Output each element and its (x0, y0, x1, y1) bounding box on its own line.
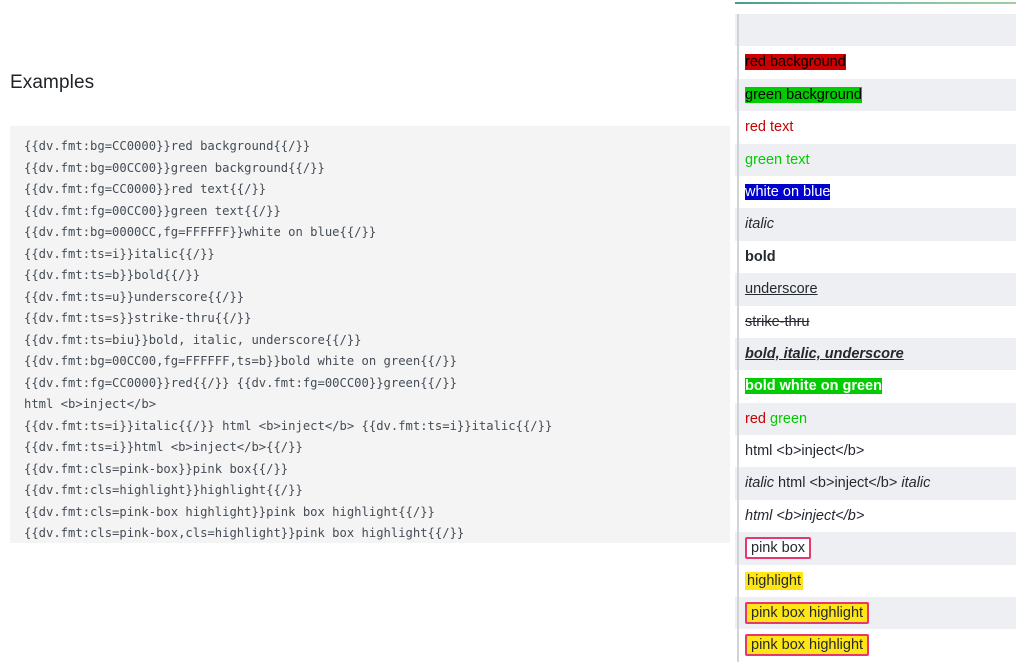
code-line: {{dv.fmt:bg=CC0000}}red background{{/}} (24, 139, 311, 153)
output-segment-italic-trail: italic (901, 475, 931, 492)
output-segment: bold (745, 248, 776, 265)
output-segment: pink box (745, 537, 812, 560)
output-segment: highlight (745, 571, 804, 590)
documentation-column: Examples {{dv.fmt:bg=CC0000}}red backgro… (10, 72, 730, 543)
code-line: {{dv.fmt:ts=s}}strike-thru{{/}} (24, 311, 252, 325)
output-row: red background (735, 46, 1016, 80)
output-segment: green background (745, 86, 862, 103)
output-row: red green (735, 402, 1016, 436)
code-line: {{dv.fmt:bg=00CC00}}green background{{/}… (24, 160, 325, 175)
output-row: pink box (735, 532, 1016, 566)
code-line: {{dv.fmt:cls=pink-box highlight}}pink bo… (24, 504, 435, 519)
code-line: {{dv.fmt:fg=CC0000}}red{{/}} {{dv.fmt:fg… (24, 375, 457, 390)
output-segment: red text (745, 119, 794, 136)
code-line: {{dv.fmt:ts=b}}bold{{/}} (24, 268, 201, 282)
output-row: highlight (735, 564, 1016, 598)
output-segment: strike-thru (745, 313, 810, 330)
output-row: pink box highlight (735, 597, 1016, 630)
output-segment-green: green (770, 410, 808, 427)
code-line: {{dv.fmt:ts=i}}html <b>inject</b>{{/}} (24, 440, 303, 454)
code-lines: {{dv.fmt:bg=CC0000}}red background{{/}} {… (24, 136, 716, 543)
code-line: {{dv.fmt:fg=CC0000}}red text{{/}} (24, 182, 267, 196)
output-segment-plain: html <b>inject</b> (774, 475, 902, 492)
code-line: {{dv.fmt:bg=00CC00,fg=FFFFFF,ts=b}}bold … (24, 354, 457, 368)
code-line: {{dv.fmt:cls=highlight}}highlight{{/}} (24, 483, 303, 497)
output-segment: pink box highlight (745, 634, 870, 657)
output-row: pink box highlight (735, 629, 1016, 662)
code-line: {{dv.fmt:ts=i}}italic{{/}} (24, 246, 215, 261)
output-segment: bold, italic, underscore (745, 345, 904, 362)
output-segment: bold white on green (745, 378, 882, 395)
output-segment: html <b>inject</b> (745, 507, 865, 524)
output-row: bold white on green (735, 370, 1016, 404)
output-row: underscore (735, 273, 1016, 306)
code-line: {{dv.fmt:ts=biu}}bold, italic, underscor… (24, 332, 362, 347)
rendered-output-column: red background green background red text gr… (735, 0, 1016, 662)
output-segment: green text (745, 151, 810, 168)
output-row-spacer (735, 14, 1016, 47)
code-line: {{dv.fmt:bg=0000CC,fg=FFFFFF}}white on b… (24, 225, 377, 239)
code-line: html <b>inject</b> (24, 397, 157, 411)
output-segment-red: red (745, 410, 766, 427)
output-segment: underscore (745, 281, 818, 298)
output-row: italic (735, 208, 1016, 242)
output-list: red background green background red text gr… (735, 14, 1016, 662)
code-line: {{dv.fmt:cls=pink-box}}pink box{{/}} (24, 461, 289, 476)
code-line: {{dv.fmt:cls=pink-box,cls=highlight}}pin… (24, 526, 465, 540)
output-row: green text (735, 143, 1016, 177)
page-title: Examples (10, 72, 95, 93)
output-segment-italic-lead: italic (745, 475, 775, 492)
output-row: bold, italic, underscore (735, 337, 1016, 371)
output-row: green background (735, 78, 1016, 112)
output-segment: white on blue (745, 183, 831, 200)
output-row: bold (735, 240, 1016, 274)
code-line: {{dv.fmt:fg=00CC00}}green text{{/}} (24, 203, 281, 218)
output-row: italic html <b>inject</b> italic (735, 467, 1016, 501)
top-divider-rule (735, 2, 1016, 4)
output-row: html <b>inject</b> (735, 435, 1016, 468)
output-segment: red background (745, 54, 846, 71)
output-row: html <b>inject</b> (735, 499, 1016, 533)
output-segment: pink box highlight (745, 602, 870, 625)
output-row: red text (735, 111, 1016, 144)
output-segment: italic (745, 216, 775, 233)
output-row: strike-thru (735, 305, 1016, 339)
code-line: {{dv.fmt:ts=u}}underscore{{/}} (24, 289, 245, 304)
output-row: white on blue (735, 175, 1016, 209)
code-block: {{dv.fmt:bg=CC0000}}red background{{/}} {… (10, 126, 730, 543)
code-line: {{dv.fmt:ts=i}}italic{{/}} html <b>injec… (24, 418, 553, 433)
output-segment: html <b>inject</b> (745, 443, 865, 460)
